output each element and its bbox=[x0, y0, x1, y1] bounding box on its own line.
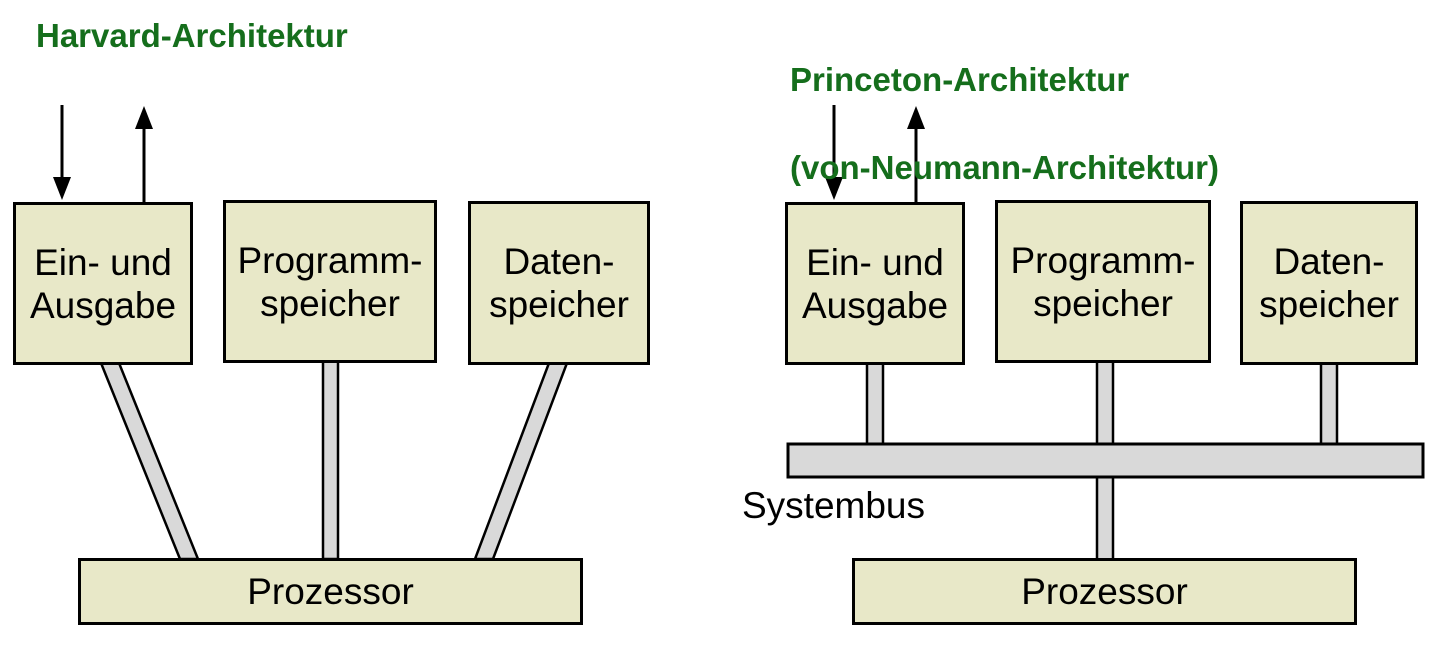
harvard-output-arrow bbox=[135, 106, 153, 202]
harvard-program-memory-box: Programm- speicher bbox=[223, 200, 437, 363]
princeton-data-memory-box: Daten- speicher bbox=[1240, 201, 1418, 365]
princeton-input-arrow bbox=[825, 105, 843, 200]
princeton-connector-data-bus bbox=[1319, 361, 1339, 448]
harvard-data-memory-label: Daten- speicher bbox=[489, 241, 629, 325]
harvard-data-memory-box: Daten- speicher bbox=[468, 201, 650, 365]
princeton-processor-box: Prozessor bbox=[852, 558, 1357, 625]
princeton-title-line2: (von-Neumann-Architektur) bbox=[790, 149, 1220, 186]
harvard-io-label: Ein- und Ausgabe bbox=[29, 241, 177, 326]
princeton-program-memory-label: Programm- speicher bbox=[1010, 239, 1196, 324]
harvard-title: Harvard-Architektur bbox=[36, 17, 348, 54]
harvard-io-box: Ein- und Ausgabe bbox=[13, 202, 193, 365]
princeton-title-line1: Princeton-Architektur bbox=[790, 61, 1130, 98]
harvard-input-arrow bbox=[53, 105, 71, 200]
harvard-program-memory-label: Programm- speicher bbox=[237, 239, 423, 324]
harvard-connector-io-processor bbox=[99, 361, 200, 561]
harvard-connector-data-processor bbox=[473, 361, 569, 561]
princeton-connector-bus-processor bbox=[1095, 468, 1115, 562]
princeton-io-label: Ein- und Ausgabe bbox=[801, 241, 949, 326]
princeton-connector-program-bus bbox=[1095, 359, 1115, 448]
princeton-data-memory-label: Daten- speicher bbox=[1259, 241, 1399, 325]
harvard-connector-program-processor bbox=[321, 359, 340, 561]
harvard-processor-label: Prozessor bbox=[247, 571, 414, 612]
systembus-label: Systembus bbox=[742, 485, 926, 526]
princeton-io-box: Ein- und Ausgabe bbox=[785, 202, 965, 365]
princeton-processor-label: Prozessor bbox=[1021, 571, 1188, 612]
systembus-bar bbox=[786, 442, 1425, 479]
princeton-connector-io-bus bbox=[865, 361, 885, 448]
princeton-program-memory-box: Programm- speicher bbox=[995, 200, 1211, 363]
princeton-output-arrow bbox=[907, 106, 925, 202]
harvard-processor-box: Prozessor bbox=[78, 558, 583, 625]
princeton-title: Princeton-Architektur (von-Neumann-Archi… bbox=[790, 14, 1219, 234]
